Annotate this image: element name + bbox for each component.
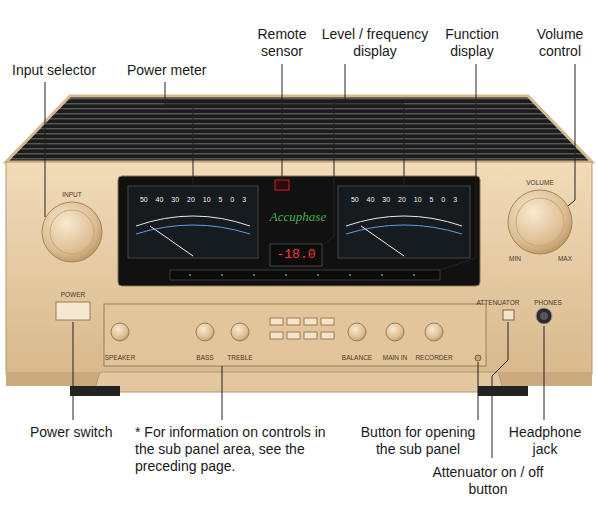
panel-marking: INPUT (44, 192, 100, 199)
meter-scale: 50 40 30 20 10 5 0 3 (341, 196, 467, 203)
front-panel (6, 162, 592, 374)
panel-marking: BALANCE (329, 355, 385, 362)
meter-arc (136, 225, 250, 234)
panel-marking: PHONES (520, 300, 576, 307)
headphone-jack (536, 308, 552, 324)
meter-needle (361, 226, 404, 256)
meter-needle (150, 226, 193, 256)
remote-sensor (275, 180, 289, 190)
knob-ring (50, 210, 94, 254)
callout-label: Headphone jack (505, 424, 585, 458)
panel-marking: MIN (487, 256, 543, 263)
note-text: * For information on controls in the sub… (135, 424, 345, 474)
panel-marking: ATTENUATOR (470, 300, 526, 307)
panel-marking: VOLUME (512, 180, 568, 187)
callout-label: Button for opening the sub panel (350, 424, 486, 458)
leader-lines (45, 64, 575, 458)
sub-panel (104, 304, 486, 366)
callout-label: Power switch (30, 424, 130, 441)
panel-marking: MAX (537, 256, 593, 263)
callout-label: Power meter (127, 62, 237, 79)
meter-arc (346, 225, 462, 234)
input-knob (42, 202, 102, 262)
callout-label: Remote sensor (247, 26, 317, 60)
meter-scale: 50 40 30 20 10 5 0 3 (130, 196, 256, 203)
callout-label: Function display (435, 26, 509, 60)
jack-hole (540, 312, 548, 320)
sub-panel-lip (94, 372, 504, 392)
level-readout: -18.0 (271, 248, 321, 261)
panel-marking: SPEAKER (92, 355, 148, 362)
brand-logo: Accuphase (266, 210, 330, 223)
power-button (56, 302, 90, 320)
function-display (170, 270, 440, 280)
attenuator-button (503, 310, 514, 320)
panel-marking: MAIN IN (367, 355, 423, 362)
callout-label: Attenuator on / off button (426, 464, 551, 498)
foot (478, 386, 528, 396)
foot (70, 386, 120, 396)
top-vents (6, 96, 592, 162)
callout-label: Volume control (527, 26, 593, 60)
knob-ring (516, 198, 564, 246)
meter-window (118, 176, 480, 286)
panel-marking: RECORDER (406, 355, 462, 362)
level-display (270, 244, 322, 266)
callout-label: Input selector (12, 62, 132, 79)
power-meter (338, 186, 470, 258)
callout-label: Level / frequency display (316, 26, 434, 60)
panel-marking: BASS (177, 355, 233, 362)
power-meter (128, 186, 258, 258)
panel-marking: POWER (45, 292, 101, 299)
volume-knob (508, 190, 572, 254)
panel-marking: TREBLE (212, 355, 268, 362)
open-button (475, 355, 481, 361)
